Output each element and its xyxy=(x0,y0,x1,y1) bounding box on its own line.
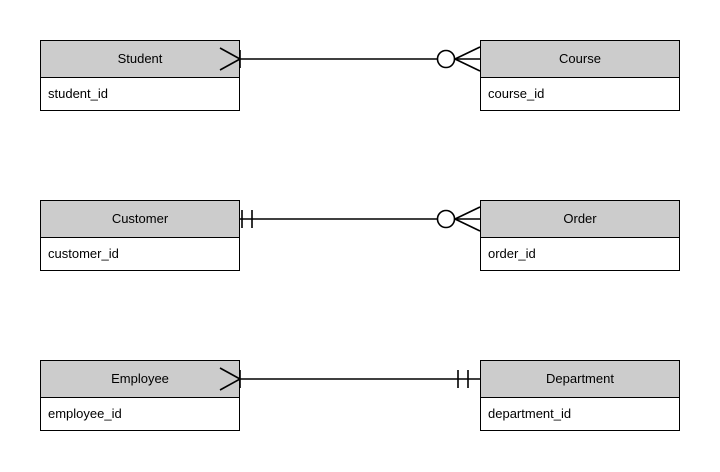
entity-box-left[interactable]: Employee employee_id xyxy=(40,360,240,431)
entity-box-left[interactable]: Customer customer_id xyxy=(40,200,240,271)
entity-box-left[interactable]: Student student_id xyxy=(40,40,240,111)
entity-box-right[interactable]: Department department_id xyxy=(480,360,680,431)
entity-name-label: Employee xyxy=(41,361,239,398)
cardinality-one-or-many-left-icon xyxy=(219,367,241,391)
entity-name-label: Order xyxy=(481,201,679,238)
relationship-connector xyxy=(240,206,481,232)
cardinality-one-or-many-left-icon xyxy=(219,47,241,71)
entity-name-label: Customer xyxy=(41,201,239,238)
entity-name-label: Department xyxy=(481,361,679,398)
relationship-row: Student student_id Course course_id xyxy=(0,40,720,112)
cardinality-exactly-one-left-icon xyxy=(241,210,253,228)
entity-box-right[interactable]: Order order_id xyxy=(480,200,680,271)
entity-attribute-label: department_id xyxy=(481,398,679,430)
entity-name-label: Student xyxy=(41,41,239,78)
cardinality-zero-or-many-right-icon xyxy=(436,206,481,232)
entity-attribute-label: employee_id xyxy=(41,398,239,430)
entity-name-label: Course xyxy=(481,41,679,78)
cardinality-zero-or-many-right-icon xyxy=(436,46,481,72)
relationship-row: Employee employee_id Department departme… xyxy=(0,360,720,432)
entity-attribute-label: student_id xyxy=(41,78,239,110)
entity-attribute-label: order_id xyxy=(481,238,679,270)
cardinality-exactly-one-right-icon xyxy=(457,370,469,388)
relationship-connector xyxy=(219,367,480,391)
relationship-connector xyxy=(219,46,481,72)
entity-box-right[interactable]: Course course_id xyxy=(480,40,680,111)
relationship-row: Customer customer_id Order order_id xyxy=(0,200,720,272)
entity-attribute-label: customer_id xyxy=(41,238,239,270)
entity-attribute-label: course_id xyxy=(481,78,679,110)
